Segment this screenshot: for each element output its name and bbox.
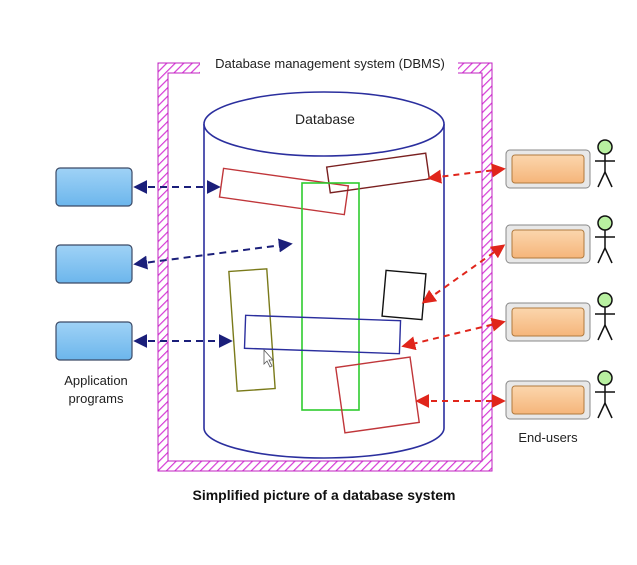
view-green-tall: [301, 182, 360, 411]
stick-figure-icon-1: [595, 139, 615, 188]
dbms-label: Database management system (DBMS): [215, 56, 445, 71]
end-user-terminal-4: [505, 380, 591, 420]
stick-figure-icon-2: [595, 215, 615, 264]
application-box-1: [55, 167, 133, 207]
view-red-top: [218, 167, 350, 216]
stick-figure-icon-4: [595, 370, 615, 419]
database-label: Database: [295, 111, 355, 127]
application-programs: [55, 167, 133, 361]
user-arrow-1: [427, 163, 506, 184]
view-olive: [228, 268, 276, 392]
end-user-terminal-1: [505, 149, 591, 189]
user-arrow-2: [421, 244, 506, 304]
end-user-terminal-2: [505, 224, 591, 264]
stick-figure-icons: [595, 139, 615, 419]
user-arrow-3: [401, 317, 506, 351]
end-user-arrows: [401, 163, 506, 408]
data-views: [218, 152, 431, 434]
diagram-caption: Simplified picture of a database system: [193, 487, 456, 503]
end-users-label: End-users: [518, 430, 578, 445]
app-programs-label-line2: programs: [69, 391, 124, 406]
stick-figure-icon-3: [595, 292, 615, 341]
application-box-3: [55, 321, 133, 361]
view-red-bottom: [334, 356, 421, 434]
cursor-icon: [263, 348, 274, 368]
application-arrows: [133, 180, 293, 348]
view-blue: [243, 314, 402, 355]
application-box-2: [55, 244, 133, 284]
end-user-terminals: [505, 149, 591, 420]
end-user-terminal-3: [505, 302, 591, 342]
app-programs-label-line1: Application: [64, 373, 128, 388]
app-arrow-2: [133, 238, 293, 270]
database-cylinder: [203, 91, 445, 459]
